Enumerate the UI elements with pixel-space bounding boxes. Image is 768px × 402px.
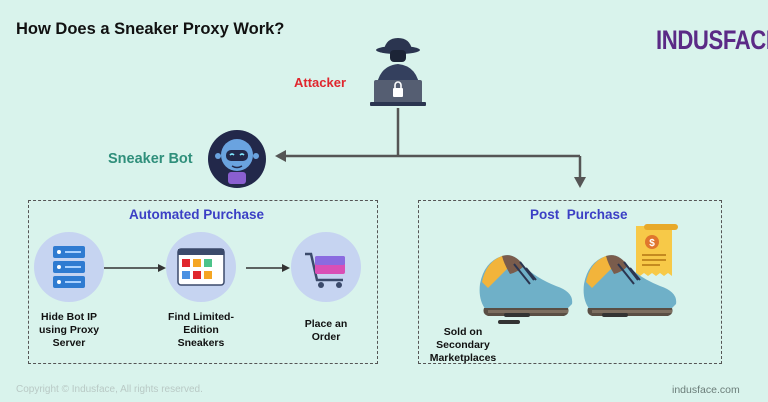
server-icon [34,232,104,302]
attacker-icon [370,38,426,106]
speed-line [504,313,530,317]
speed-line [498,320,520,324]
step-place-order-label: Place an Order [281,318,371,344]
indusface-logo: INDUSFACETM [656,27,768,54]
arrow-to-post [574,177,586,188]
robot-icon [208,130,266,188]
step-2-line-2: Edition [183,324,219,337]
speed-line [602,313,628,317]
automated-purchase-title: Automated Purchase [129,207,265,222]
step-find-sneakers-label: Find Limited- Edition Sneakers [156,311,246,350]
step-1-line-2: using Proxy [38,324,100,337]
automated-purchase-box [28,200,378,364]
browser-products-icon [166,232,236,302]
site-url: indusface.com [672,384,740,396]
cart-icon [291,232,361,302]
post-line-1: Sold on [443,326,483,338]
sneaker-icon [479,255,573,316]
logo-text: INDUSFACE [656,25,768,55]
step-arrow-1-head [158,264,166,272]
step-3-line-1: Place an [304,318,348,330]
step-1-line-1: Hide Bot IP [40,311,97,323]
post-purchase-title: Post Purchase [530,207,628,222]
sold-secondary-marketplaces-label: Sold on Secondary Marketplaces [418,326,508,365]
step-arrow-2-head [282,264,290,272]
step-2-line-3: Sneakers [177,337,225,350]
step-3-line-2: Order [311,331,341,344]
page-title: How Does a Sneaker Proxy Work? [16,20,285,38]
step-1-line-3: Server [52,337,86,350]
sneaker-bot-label: Sneaker Bot [108,151,193,167]
post-line-3: Marketplaces [429,352,497,365]
receipt-icon: $ [636,224,678,276]
step-hide-bot-ip-label: Hide Bot IP using Proxy Server [24,311,114,350]
sneaker-icon [583,255,677,316]
arrow-to-bot [275,150,286,162]
post-purchase-box [418,200,722,364]
copyright-text: Copyright © Indusface, All rights reserv… [16,384,203,395]
attacker-label: Attacker [294,75,347,90]
post-line-2: Secondary [436,339,490,352]
step-2-line-1: Find Limited- [168,311,234,323]
svg-text:$: $ [649,238,655,249]
